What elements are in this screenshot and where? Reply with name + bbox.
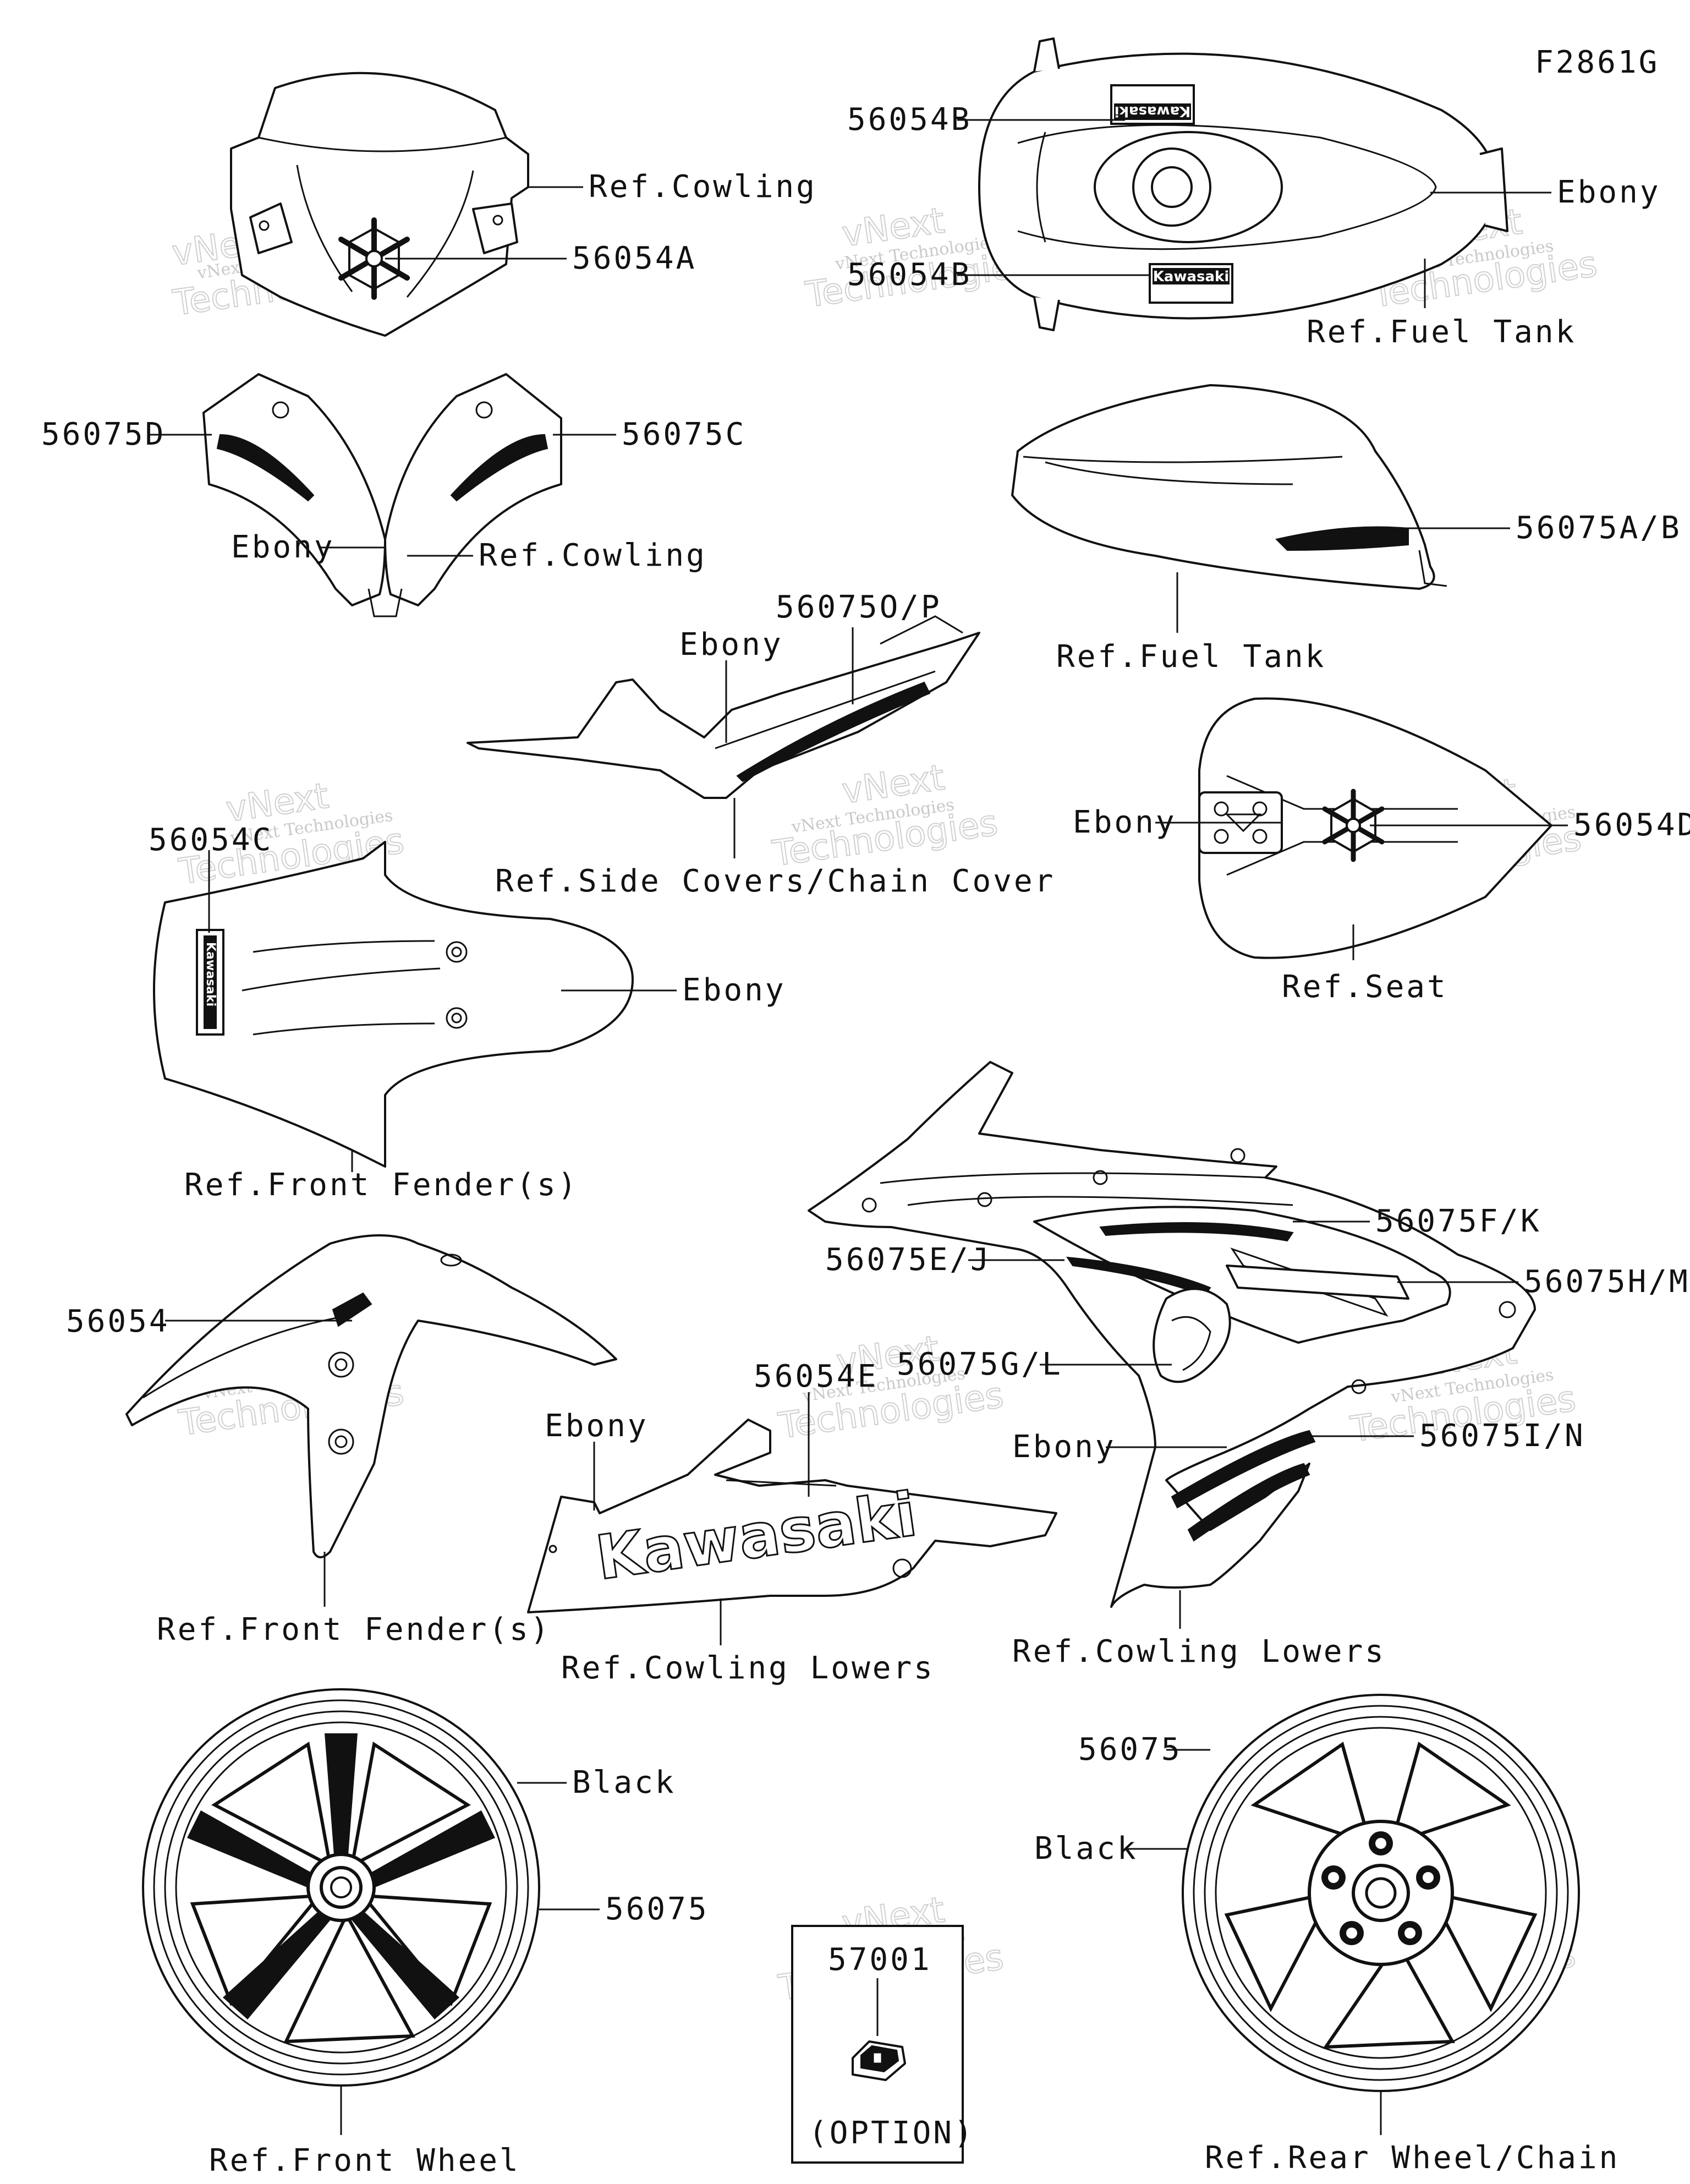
label-56054D: 56054D bbox=[1573, 807, 1690, 843]
label-black-rear: Black bbox=[1034, 1831, 1138, 1866]
kawasaki-decal-fender: Kawasaki bbox=[196, 929, 224, 1036]
label-56075AB: 56075A/B bbox=[1516, 510, 1682, 546]
snowflake-emblem-icon bbox=[338, 217, 410, 300]
label-56075-rear: 56075 bbox=[1078, 1732, 1182, 1767]
watermark: vNext vNext Technologies Technologies bbox=[770, 757, 1001, 875]
option-part-icon bbox=[852, 2040, 906, 2081]
label-ref-front-wheel: Ref.Front Wheel bbox=[209, 2143, 520, 2178]
label-56075HM: 56075H/M bbox=[1524, 1264, 1690, 1300]
label-56054C: 56054C bbox=[149, 822, 273, 858]
label-ref-side-covers: Ref.Side Covers/Chain Cover bbox=[495, 863, 1055, 899]
front-wheel bbox=[142, 1688, 540, 2087]
svg-text:Kawasaki: Kawasaki bbox=[1115, 103, 1190, 119]
inner-cowling bbox=[202, 373, 562, 617]
lower-cowling: Kawasaki bbox=[527, 1419, 1057, 1613]
label-option: (OPTION) bbox=[809, 2115, 975, 2151]
upper-cowling-windshield bbox=[230, 72, 529, 337]
svg-text:Kawasaki: Kawasaki bbox=[1153, 269, 1229, 285]
label-ref-cowling-lowers-right: Ref.Cowling Lowers bbox=[1012, 1634, 1386, 1670]
diagram-code: F2861G bbox=[1535, 45, 1659, 80]
label-ref-rear-wheel: Ref.Rear Wheel/Chain bbox=[1205, 2140, 1620, 2176]
label-56075C: 56075C bbox=[622, 417, 746, 452]
label-56054B-top: 56054B bbox=[847, 102, 972, 138]
label-56054B-bottom: 56054B bbox=[847, 257, 972, 293]
label-ref-front-fender-1: Ref.Front Fender(s) bbox=[184, 1167, 579, 1203]
label-56075FK: 56075F/K bbox=[1375, 1203, 1541, 1239]
label-ebony-lower-right: Ebony bbox=[1012, 1429, 1116, 1465]
front-fender-side bbox=[125, 1234, 617, 1558]
kawasaki-decal-bottom: Kawasaki bbox=[1149, 263, 1233, 304]
fuel-tank-side bbox=[1011, 384, 1447, 590]
label-ebony-cowling: Ebony bbox=[231, 529, 335, 565]
label-ebony-side: Ebony bbox=[679, 627, 783, 663]
rear-wheel bbox=[1182, 1694, 1580, 2092]
label-56054E: 56054E bbox=[754, 1359, 878, 1394]
label-ref-cowling-lowers-left: Ref.Cowling Lowers bbox=[561, 1650, 935, 1686]
label-56075EJ: 56075E/J bbox=[825, 1242, 991, 1278]
label-ref-front-fender-2: Ref.Front Fender(s) bbox=[157, 1612, 551, 1647]
label-ref-fuel-tank-top: Ref.Fuel Tank bbox=[1307, 314, 1576, 350]
watermark: vNext vNext Technologies Technologies bbox=[803, 200, 1034, 316]
snowflake-emblem-icon bbox=[1322, 789, 1385, 862]
label-57001: 57001 bbox=[828, 1942, 932, 1978]
side-covers-chain-cover bbox=[467, 615, 980, 799]
label-ebony-lower-left: Ebony bbox=[545, 1408, 649, 1444]
label-56054A: 56054A bbox=[572, 240, 696, 276]
label-ebony-tank: Ebony bbox=[1557, 174, 1661, 210]
option-box: 57001 (OPTION) bbox=[791, 1925, 975, 2164]
label-56075-front: 56075 bbox=[605, 1891, 709, 1927]
front-fender-top: Kawasaki bbox=[153, 841, 634, 1168]
label-ref-seat: Ref.Seat bbox=[1282, 969, 1448, 1005]
label-ref-cowling-top: Ref.Cowling bbox=[589, 169, 817, 205]
kawasaki-decal-top: Kawasaki bbox=[1110, 84, 1195, 125]
svg-text:Kawasaki: Kawasaki bbox=[204, 942, 217, 1006]
label-black-front: Black bbox=[572, 1765, 676, 1800]
label-ebony-seat: Ebony bbox=[1073, 804, 1177, 840]
label-ref-fuel-tank-mid: Ref.Fuel Tank bbox=[1056, 639, 1326, 675]
label-56075GL: 56075G/L bbox=[897, 1346, 1063, 1382]
seat-cowl bbox=[1198, 697, 1552, 959]
label-56075D: 56075D bbox=[41, 417, 166, 452]
label-56075IN: 56075I/N bbox=[1419, 1418, 1585, 1454]
label-ref-cowling-mid: Ref.Cowling bbox=[479, 538, 707, 573]
label-56075OP: 56075O/P bbox=[776, 589, 942, 625]
main-fairing-side bbox=[808, 1061, 1536, 1608]
label-ebony-fender: Ebony bbox=[682, 972, 786, 1008]
label-56054: 56054 bbox=[66, 1304, 170, 1339]
